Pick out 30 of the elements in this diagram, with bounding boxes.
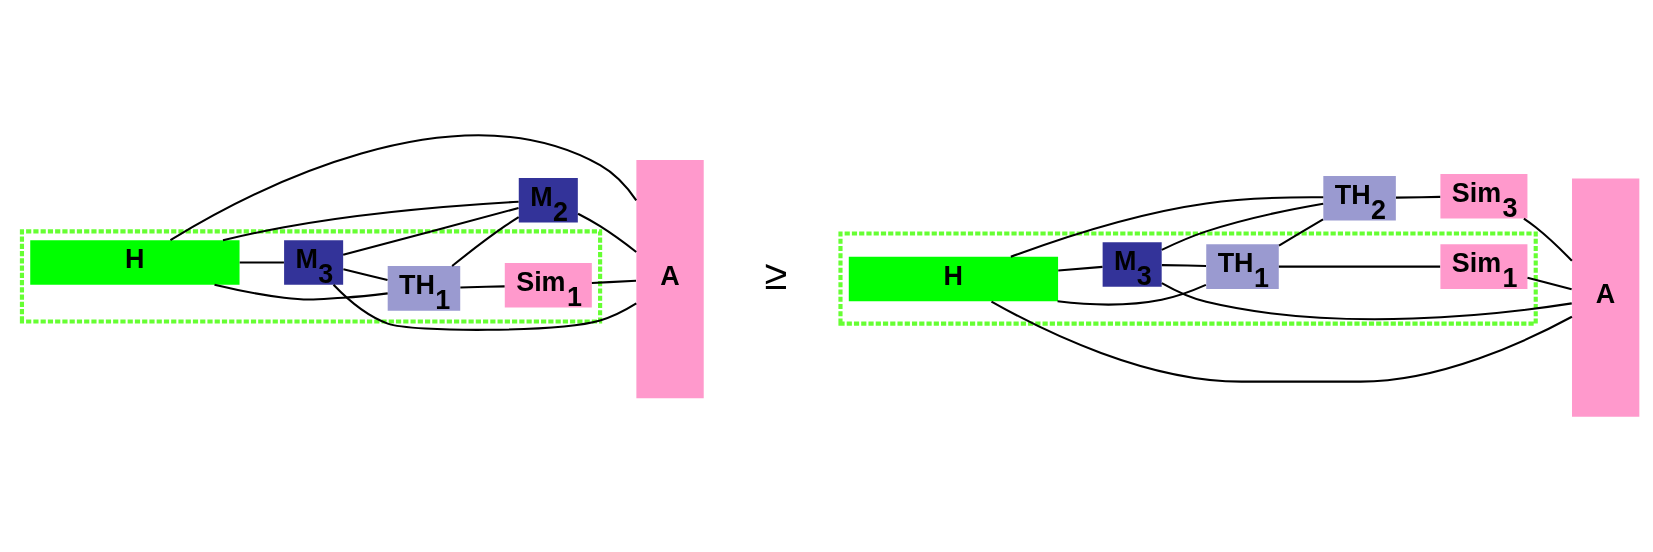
connector — [1161, 264, 1207, 267]
connector — [1057, 284, 1207, 306]
cluster — [19, 229, 603, 324]
connector — [1058, 265, 1103, 272]
connector — [332, 284, 637, 331]
connector — [460, 285, 505, 289]
connector — [451, 216, 520, 267]
connector — [222, 200, 519, 242]
label: ≥ — [764, 251, 788, 299]
node-box: H — [848, 256, 1059, 302]
connector — [343, 268, 388, 281]
connector — [1278, 218, 1324, 247]
connector — [591, 279, 637, 285]
connector — [239, 261, 284, 264]
connector — [1161, 202, 1324, 251]
connector — [1395, 195, 1441, 199]
connector — [169, 134, 638, 241]
connector — [1010, 196, 1324, 258]
cluster — [838, 231, 1538, 326]
connector — [1161, 282, 1572, 321]
node-box: H — [30, 240, 240, 285]
connector — [1278, 265, 1441, 268]
connector — [214, 283, 388, 301]
node-box: A — [1572, 178, 1640, 417]
connector — [990, 300, 1573, 383]
connector — [1523, 217, 1573, 262]
connector — [1527, 276, 1572, 291]
node-box: A — [636, 159, 704, 399]
connector — [342, 207, 519, 256]
connector — [577, 212, 637, 253]
